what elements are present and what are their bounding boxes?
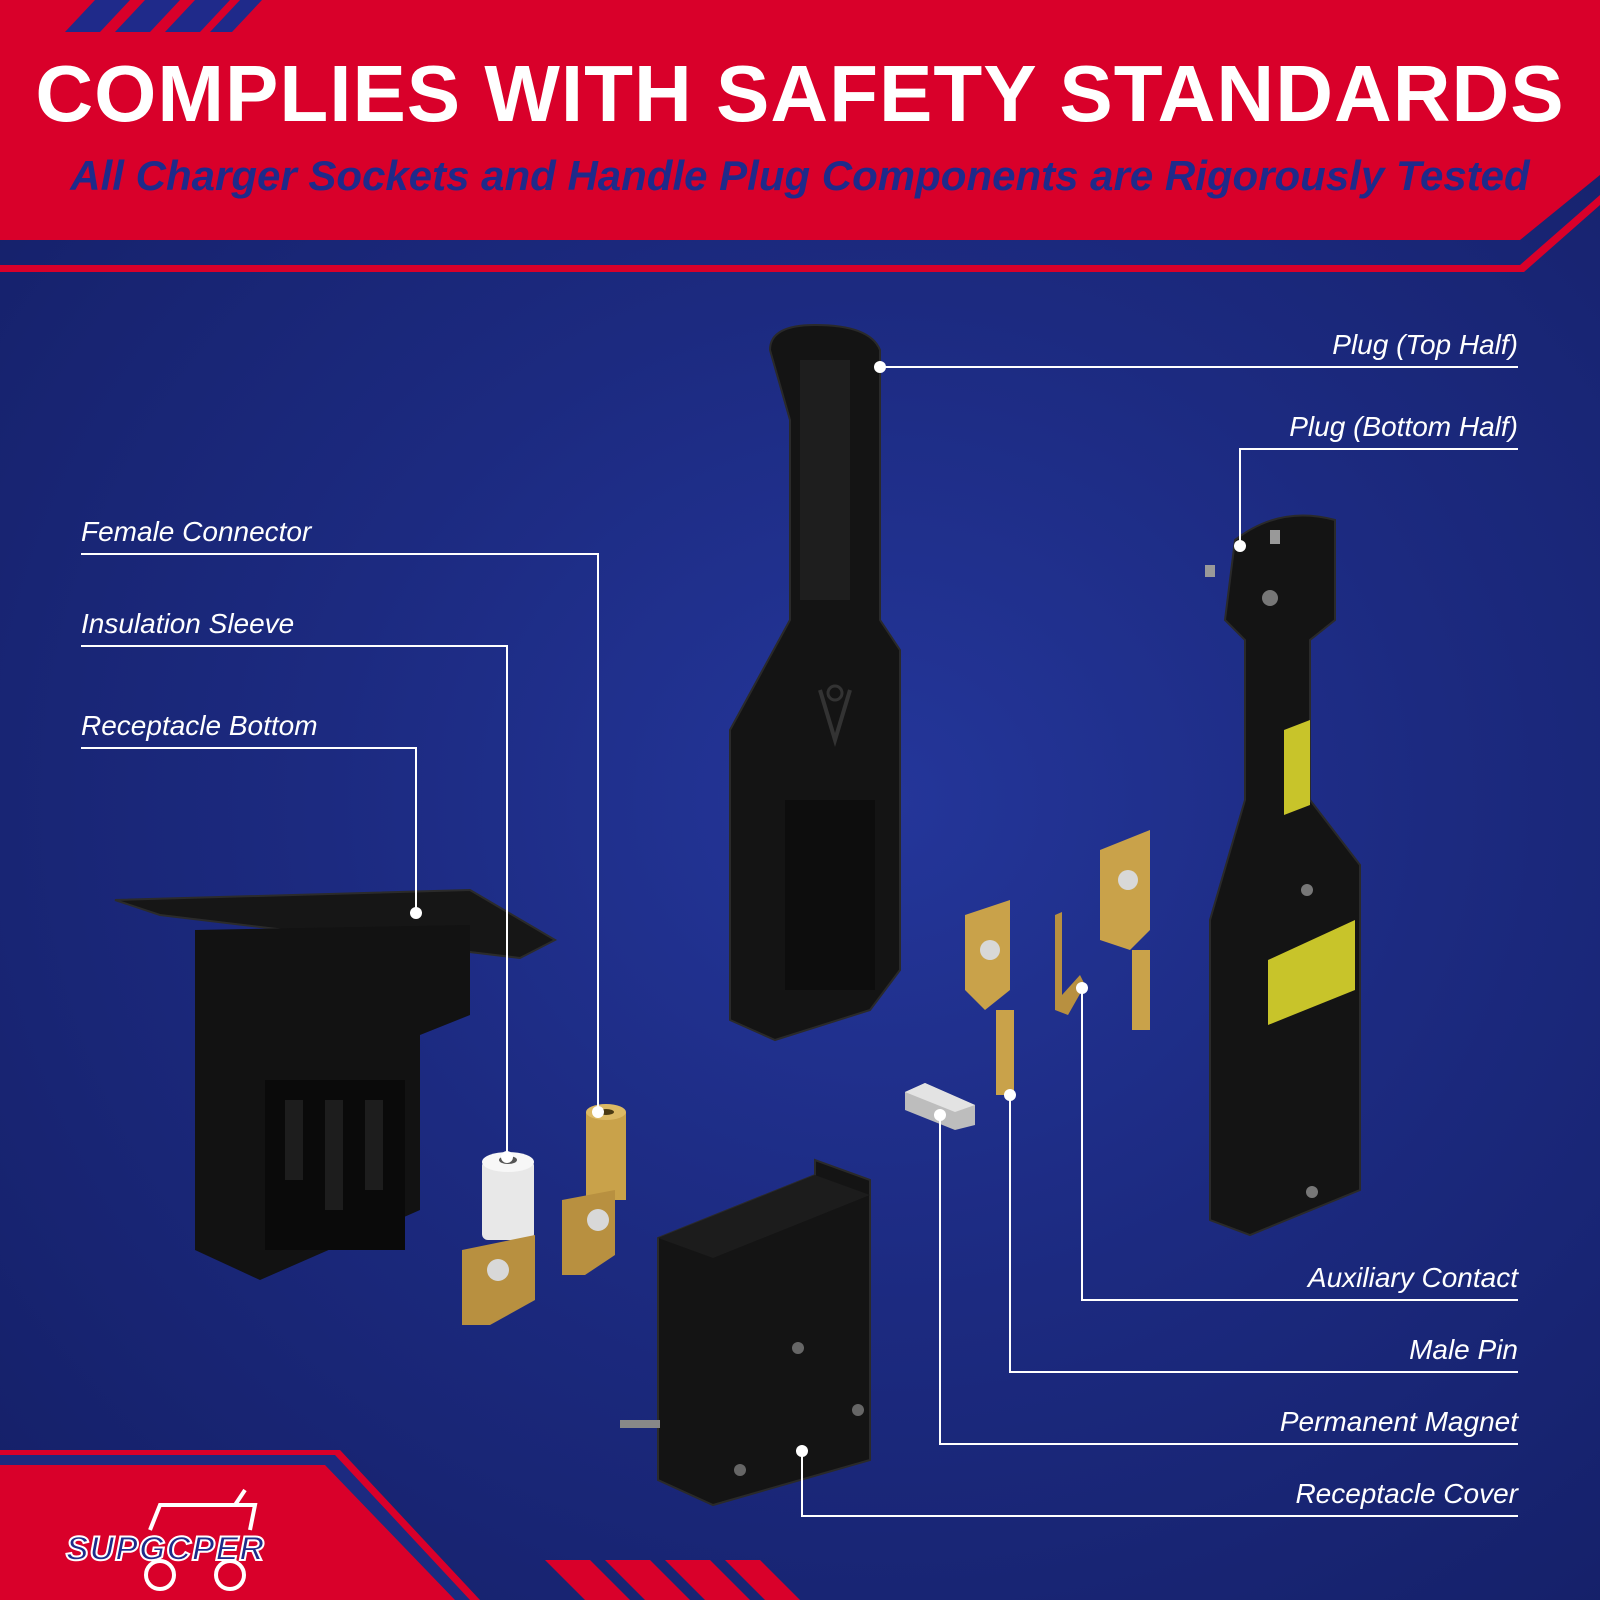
label-permanent-magnet: Permanent Magnet bbox=[1279, 1406, 1518, 1437]
label-auxiliary-contact: Auxiliary Contact bbox=[1307, 1262, 1518, 1293]
page-title: COMPLIES WITH SAFETY STANDARDS bbox=[35, 49, 1565, 138]
plug-top-half-part bbox=[729, 323, 901, 1042]
label-female-connector: Female Connector bbox=[81, 516, 312, 547]
label-plug-bottom-half: Plug (Bottom Half) bbox=[1289, 411, 1518, 442]
label-male-pin: Male Pin bbox=[1409, 1334, 1518, 1365]
permanent-magnet-part bbox=[905, 1083, 975, 1130]
brand-logo: SUPGCPER bbox=[65, 1529, 265, 1569]
label-plug-top-half: Plug (Top Half) bbox=[1332, 329, 1518, 360]
label-receptacle-cover: Receptacle Cover bbox=[1295, 1478, 1518, 1509]
plug-bottom-half-part bbox=[1205, 514, 1361, 1237]
insulation-sleeve-part bbox=[462, 1152, 535, 1325]
receptacle-bottom-part bbox=[114, 888, 558, 1280]
female-connector-part bbox=[562, 1104, 626, 1275]
label-insulation-sleeve: Insulation Sleeve bbox=[81, 608, 295, 639]
page-subtitle: All Charger Sockets and Handle Plug Comp… bbox=[70, 152, 1530, 199]
receptacle-cover-part bbox=[620, 1158, 871, 1507]
male-pin-part bbox=[965, 830, 1150, 1095]
label-receptacle-bottom: Receptacle Bottom bbox=[81, 710, 318, 741]
